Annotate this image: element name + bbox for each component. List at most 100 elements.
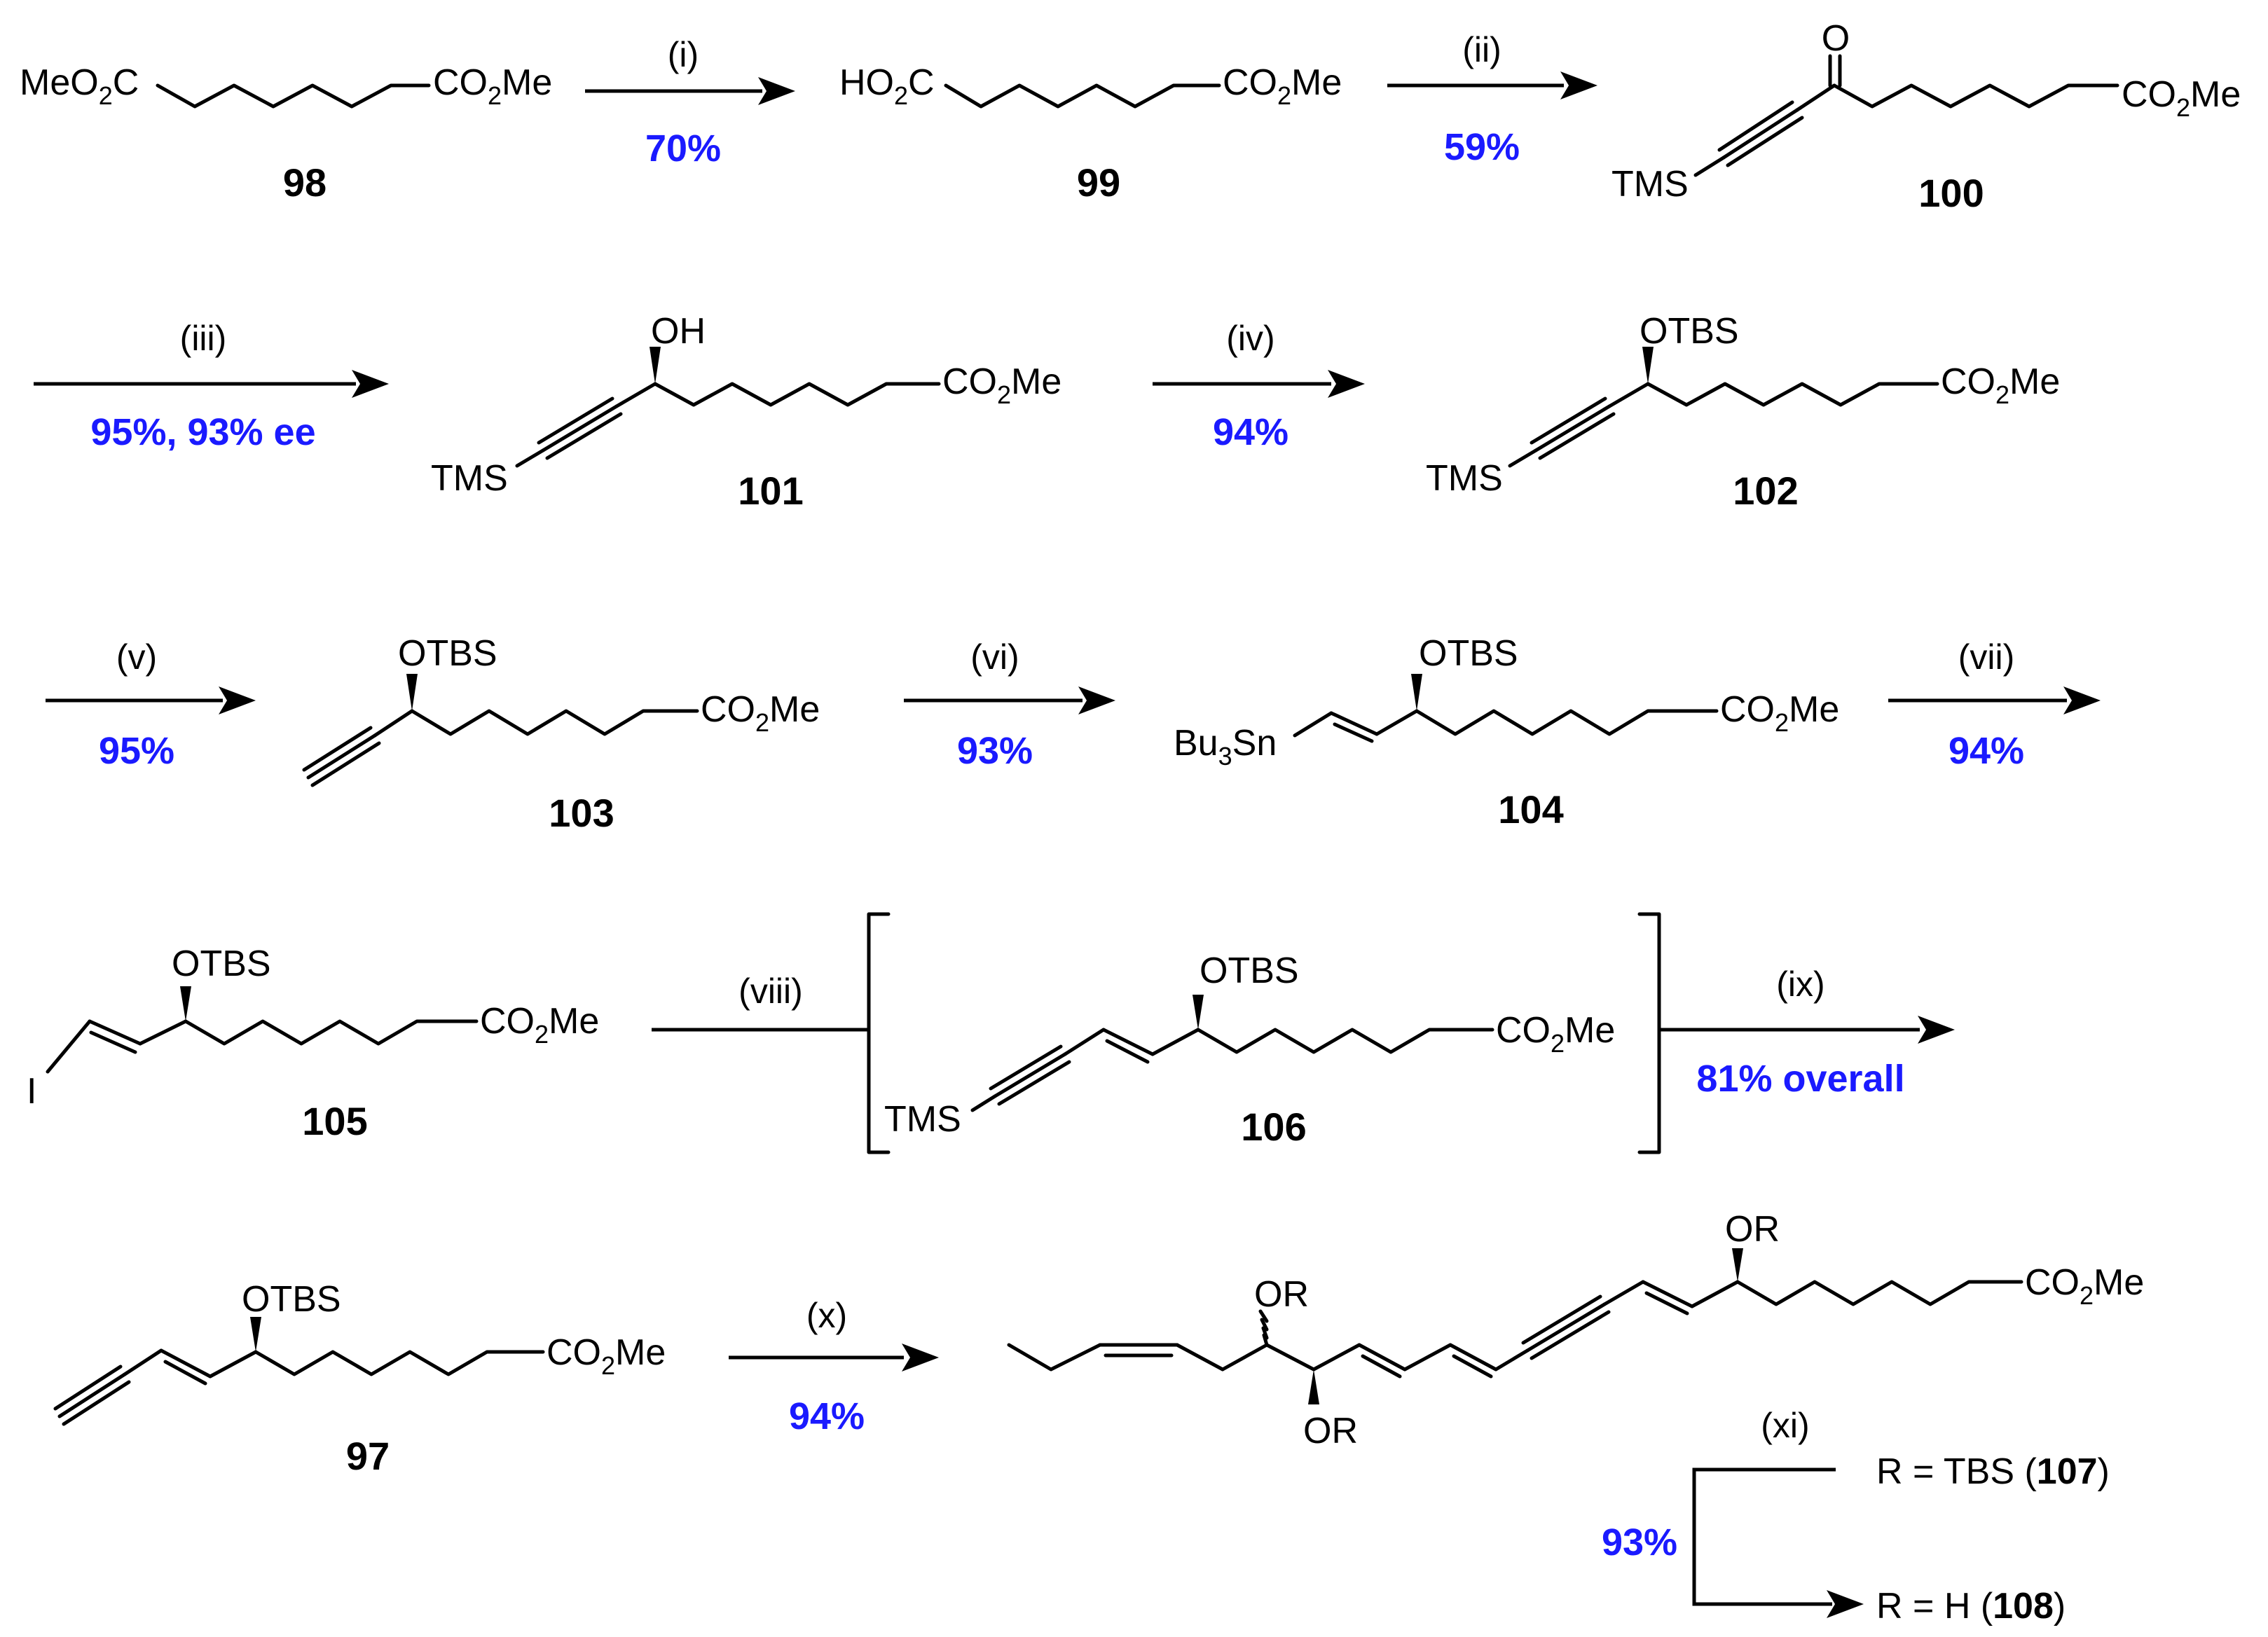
svg-text:(vi): (vi) — [970, 637, 1019, 677]
svg-text:(xi): (xi) — [1761, 1406, 1809, 1445]
svg-text:(x): (x) — [806, 1296, 847, 1335]
chain-99 — [944, 83, 1221, 109]
arrow-step-vi: (vi) 93% — [904, 637, 1115, 772]
reagent-label: (i) — [668, 35, 699, 74]
chain-103 — [410, 709, 699, 736]
chain-104 — [1415, 709, 1719, 736]
svg-text:TMS: TMS — [1426, 458, 1503, 499]
svg-text:OTBS: OTBS — [1200, 951, 1299, 991]
svg-text:(iv): (iv) — [1226, 319, 1274, 358]
compound-103: OTBS CO2Me 103 — [302, 633, 820, 835]
arrow-step-vii: (vii) 94% — [1888, 637, 2101, 772]
svg-text:TMS: TMS — [884, 1099, 961, 1140]
svg-text:I: I — [27, 1071, 36, 1112]
svg-text:94%: 94% — [789, 1395, 865, 1437]
arrow-step-ix: (ix) 81% overall — [1661, 965, 1955, 1100]
compound-98: MeO2C CO2Me 98 — [20, 62, 552, 205]
svg-text:(ix): (ix) — [1776, 965, 1824, 1004]
chain-101 — [653, 382, 941, 407]
svg-text:CO2Me: CO2Me — [433, 62, 552, 110]
svg-text:MeO2C: MeO2C — [20, 62, 139, 110]
svg-text:(vii): (vii) — [1958, 637, 2015, 677]
svg-text:TMS: TMS — [431, 458, 508, 499]
product-107-label: R = TBS (107) — [1876, 1451, 2110, 1492]
ethyl-end — [1007, 1343, 1102, 1372]
svg-text:Bu3Sn: Bu3Sn — [1174, 723, 1277, 771]
compound-number-103: 103 — [549, 791, 614, 835]
compound-number-98: 98 — [283, 160, 327, 205]
svg-text:CO2Me: CO2Me — [1941, 361, 2060, 409]
svg-text:93%: 93% — [1602, 1521, 1677, 1563]
svg-text:OTBS: OTBS — [1419, 633, 1518, 674]
svg-text:CO2Me: CO2Me — [1223, 62, 1342, 110]
svg-text:OR: OR — [1254, 1274, 1309, 1315]
svg-text:(v): (v) — [116, 637, 157, 677]
svg-text:94%: 94% — [1213, 411, 1288, 453]
label-meo: MeO — [20, 62, 99, 103]
svg-text:59%: 59% — [1444, 126, 1520, 168]
compound-105: I OTBS CO2Me 105 — [27, 944, 599, 1143]
chain-106 — [1196, 1028, 1494, 1054]
yield-label: 70% — [645, 127, 721, 170]
oxo-label: O — [1822, 18, 1850, 59]
svg-text:CO2Me: CO2Me — [2025, 1262, 2144, 1310]
compound-number-106: 106 — [1241, 1105, 1306, 1149]
compound-106: TMS OTBS CO2Me 106 — [884, 951, 1615, 1149]
arrow-step-iii: (iii) 95%, 93% ee — [34, 319, 389, 453]
chain-105 — [184, 1019, 479, 1046]
svg-text:OH: OH — [651, 311, 706, 352]
chain-102 — [1646, 382, 1939, 407]
compound-97: OTBS CO2Me 97 — [53, 1279, 666, 1478]
svg-text:TMS: TMS — [1611, 164, 1689, 205]
svg-text:(viii): (viii) — [738, 972, 803, 1011]
compound-99: HO2C CO2Me 99 — [839, 62, 1342, 205]
intermediate-bracket — [867, 912, 1661, 1154]
chain-98 — [156, 83, 431, 109]
compound-number-105: 105 — [302, 1099, 367, 1143]
svg-text:CO2Me: CO2Me — [942, 361, 1061, 409]
chain-97 — [254, 1350, 545, 1376]
svg-text:OTBS: OTBS — [398, 633, 497, 674]
svg-text:CO2Me: CO2Me — [1496, 1010, 1615, 1058]
svg-text:HO2C: HO2C — [839, 62, 935, 110]
compound-number-100: 100 — [1918, 171, 1984, 215]
arrow-step-v: (v) 95% — [46, 637, 256, 772]
svg-text:CO2Me: CO2Me — [2122, 74, 2241, 122]
svg-text:93%: 93% — [957, 730, 1033, 772]
product-108-label: R = H (108) — [1876, 1586, 2066, 1626]
arrow-step-viii: (viii) — [652, 972, 869, 1032]
compound-number-101: 101 — [738, 469, 803, 513]
chain-100 — [1832, 83, 2119, 109]
svg-text:94%: 94% — [1949, 730, 2024, 772]
arrow-step-xi: (xi) 93% R = TBS (107) R = H (108) — [1602, 1406, 2110, 1626]
compound-number-104: 104 — [1498, 787, 1563, 831]
svg-text:95%: 95% — [99, 730, 174, 772]
compound-number-102: 102 — [1733, 469, 1798, 513]
svg-text:OTBS: OTBS — [172, 944, 271, 984]
compound-107-108: OR OR OR CO2Me — [1007, 1209, 2144, 1451]
compound-number-99: 99 — [1077, 160, 1120, 205]
arrow-step-ii: (ii) 59% — [1387, 30, 1597, 168]
svg-text:CO2Me: CO2Me — [701, 689, 820, 737]
svg-text:CO2Me: CO2Me — [547, 1332, 666, 1380]
arrow-step-i: (i) 70% — [585, 35, 795, 170]
svg-text:CO2Me: CO2Me — [1720, 689, 1839, 737]
svg-text:OTBS: OTBS — [242, 1279, 341, 1320]
compound-104: Bu3Sn OTBS CO2Me 104 — [1174, 633, 1839, 831]
compound-102: TMS OTBS CO2Me 102 — [1426, 311, 2060, 513]
arrow-step-iv: (iv) 94% — [1153, 319, 1365, 453]
arrow-step-x: (x) 94% — [729, 1296, 939, 1437]
svg-text:OR: OR — [1725, 1209, 1780, 1250]
svg-text:(iii): (iii) — [180, 319, 227, 358]
svg-text:81% overall: 81% overall — [1696, 1058, 1904, 1100]
svg-text:OR: OR — [1303, 1411, 1358, 1451]
svg-text:OTBS: OTBS — [1640, 311, 1739, 352]
compound-100: TMS O CO2Me 100 — [1611, 18, 2241, 215]
chain-107 — [1736, 1280, 2023, 1306]
svg-text:(ii): (ii) — [1462, 30, 1501, 69]
svg-text:CO2Me: CO2Me — [480, 1001, 599, 1049]
compound-101: TMS OH CO2Me 101 — [431, 311, 1061, 513]
svg-text:95%, 93% ee: 95%, 93% ee — [90, 411, 315, 453]
compound-number-97: 97 — [346, 1434, 390, 1478]
